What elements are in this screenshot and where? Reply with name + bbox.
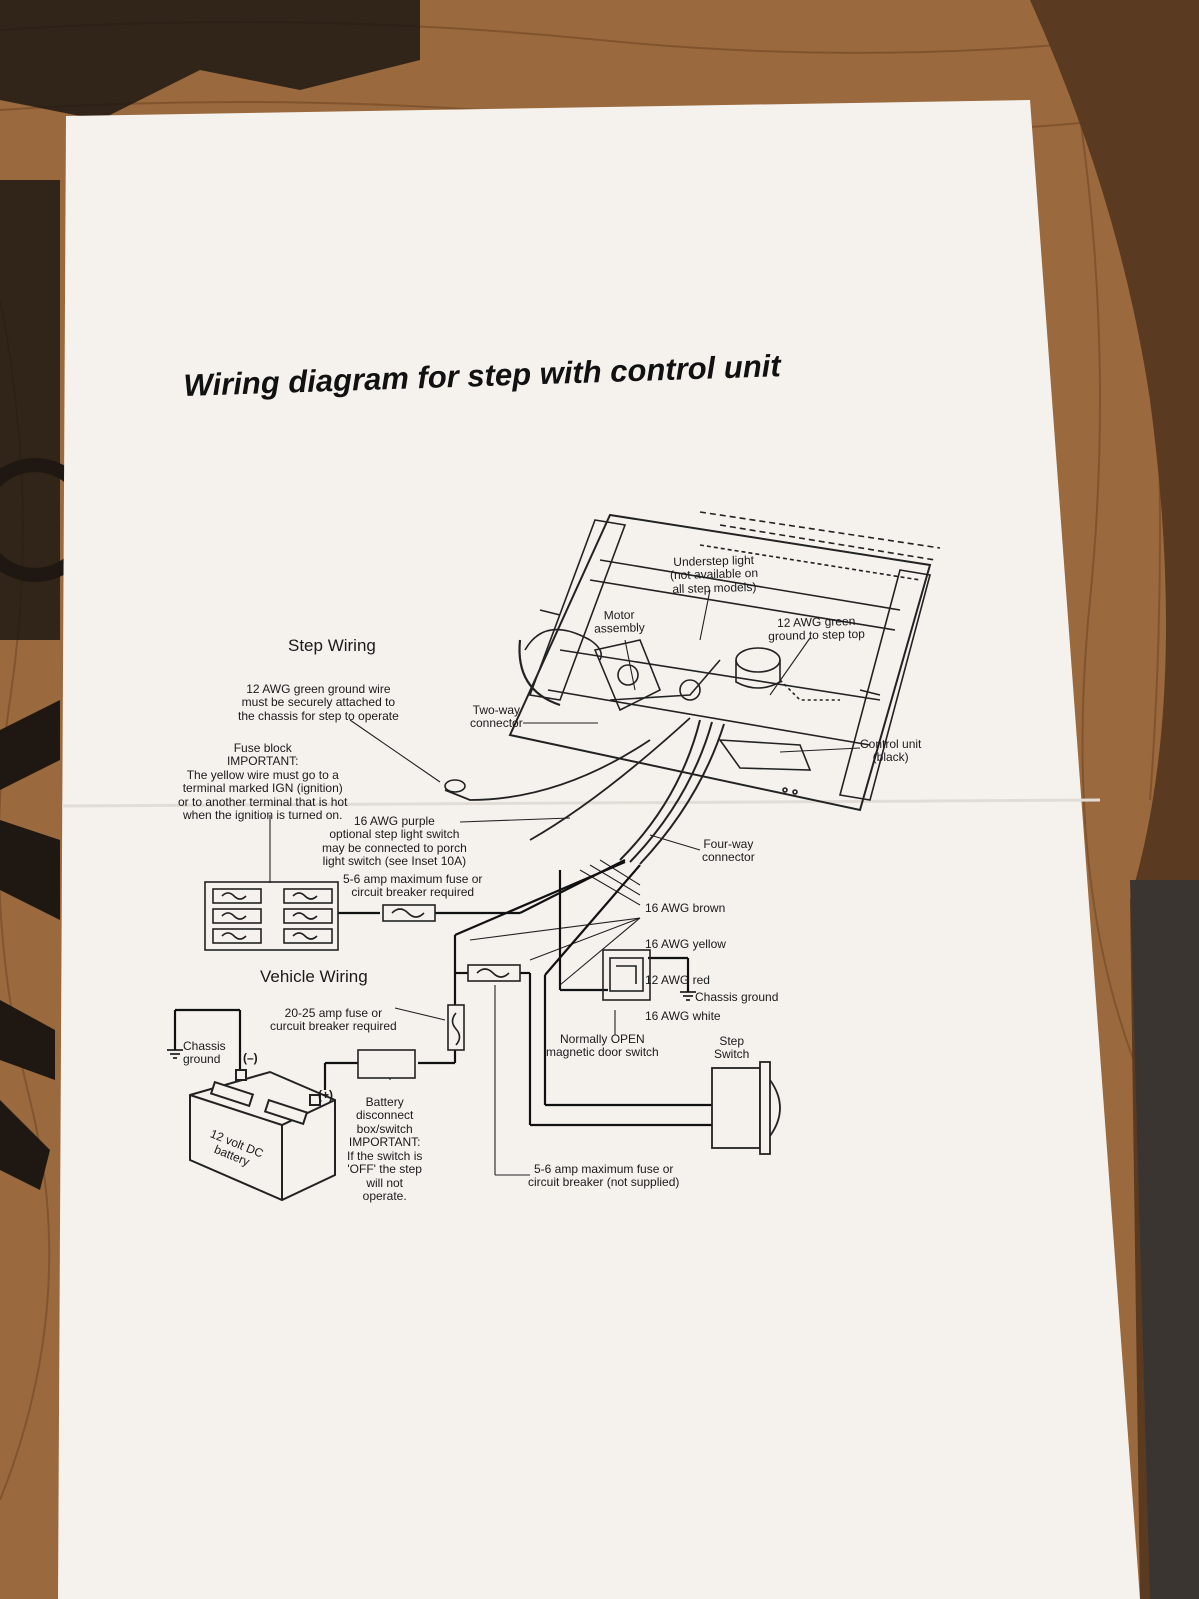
battery-disconnect-label: Battery disconnect box/switch IMPORTANT:…	[347, 1095, 423, 1204]
four-way-connector-label: Four-way connector	[702, 837, 755, 865]
positive-terminal-label: (+)	[318, 1088, 333, 1102]
paper-fold	[61, 798, 1101, 808]
purple-wire-label: 16 AWG purple optional step light switch…	[322, 814, 467, 869]
ground-symbol	[167, 991, 696, 1059]
inline-fuse-symbol	[382, 904, 521, 1051]
vehicle-wiring-heading: Vehicle Wiring	[260, 967, 368, 986]
control-unit-label: Control unit (black)	[860, 737, 922, 765]
motor-assembly-label: Motor assembly	[593, 607, 646, 637]
door-switch-symbol	[602, 949, 651, 1001]
wire-color-white: 16 AWG white	[645, 1009, 721, 1023]
fuse-block-symbol	[204, 881, 339, 951]
disconnect-box-symbol	[357, 1049, 416, 1079]
step-wiring-heading: Step Wiring	[288, 636, 376, 655]
door-switch-label: Normally OPEN magnetic door switch	[546, 1032, 659, 1060]
understep-light-label: Understep light (not available on all st…	[669, 552, 759, 596]
chassis-ground-left-label: Chassis ground	[183, 1039, 226, 1067]
green-ground-note: 12 AWG green ground wire must be securel…	[238, 682, 399, 723]
fuse-20-25-label: 20-25 amp fuse or curcuit breaker requir…	[270, 1006, 397, 1034]
battery-symbol	[189, 1069, 336, 1202]
fuse-not-supplied-label: 5-6 amp maximum fuse or circuit breaker …	[528, 1162, 680, 1190]
wire-color-red: 12 AWG red	[645, 973, 710, 987]
step-switch-label: Step Switch	[714, 1034, 750, 1062]
vehicle-wires	[173, 859, 712, 1127]
floor-shadow	[1130, 880, 1199, 1599]
wire-color-brown: 16 AWG brown	[645, 901, 726, 915]
fuse-block-label: Fuse block IMPORTANT: The yellow wire mu…	[178, 741, 348, 823]
leader-lines	[269, 589, 861, 1176]
negative-terminal-label: (–)	[243, 1051, 258, 1065]
step-assembly	[444, 511, 941, 865]
green-ground-top-label: 12 AWG green ground to step top	[767, 613, 866, 644]
wire-color-yellow: 16 AWG yellow	[645, 937, 726, 951]
wire-color-list: 16 AWG brown 16 AWG yellow 12 AWG red 16…	[645, 878, 726, 1034]
step-switch-symbol	[711, 1061, 781, 1155]
two-way-connector-label: Two-way connector	[470, 703, 523, 731]
fuse-required-label: 5-6 amp maximum fuse or circuit breaker …	[343, 872, 483, 900]
paper-sheet	[58, 100, 1140, 1599]
chassis-ground-right-label: Chassis ground	[695, 990, 779, 1004]
